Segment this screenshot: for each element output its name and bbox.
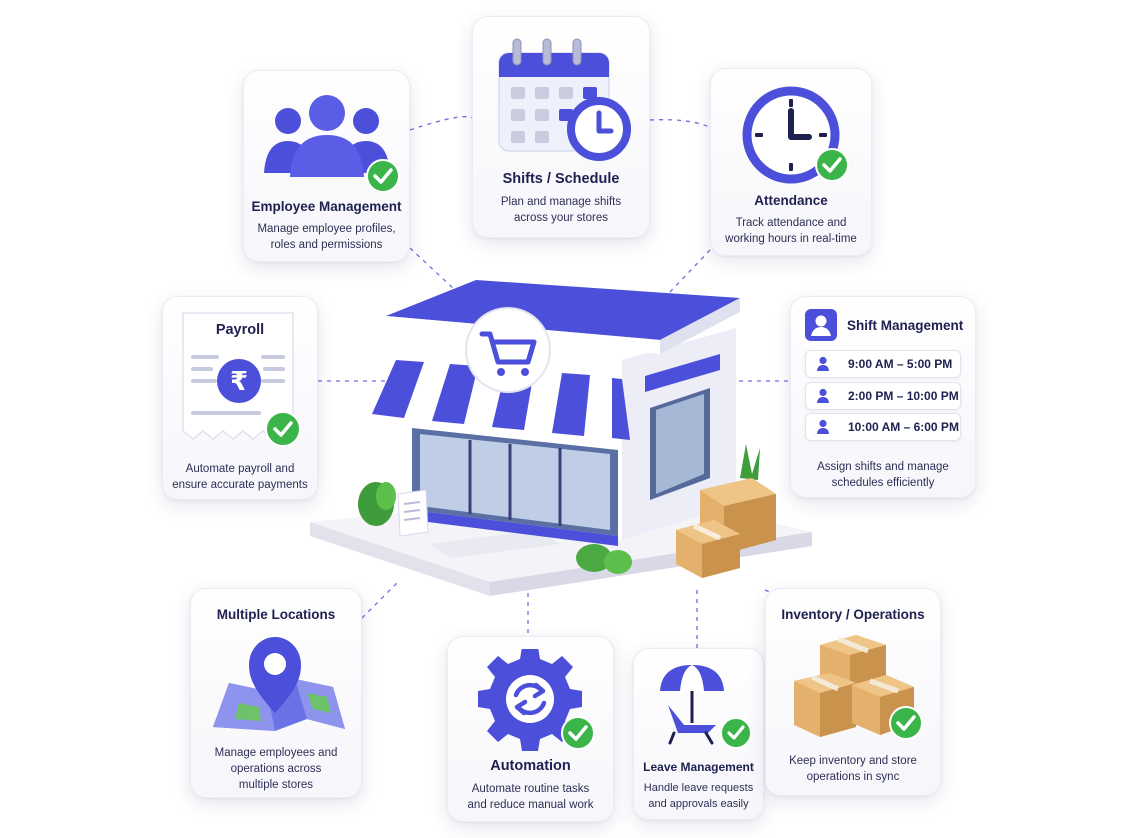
desc-line: Plan and manage shifts bbox=[500, 196, 622, 208]
card-description: Keep inventory and store operations in s… bbox=[774, 753, 932, 785]
desc-line: Manage employee profiles, bbox=[257, 223, 396, 235]
card-leave-management[interactable]: Leave Management Handle leave requests a… bbox=[633, 648, 764, 820]
svg-text:₹: ₹ bbox=[230, 367, 248, 397]
card-title: Leave Management bbox=[643, 760, 754, 774]
desc-line: Automate routine tasks bbox=[471, 783, 590, 795]
desc-line: operations across bbox=[230, 763, 322, 775]
user-icon bbox=[817, 356, 829, 371]
desc-line: and reduce manual work bbox=[467, 799, 594, 811]
card-title: Attendance bbox=[754, 193, 828, 208]
shift-time: 2:00 PM – 10:00 PM bbox=[848, 389, 959, 403]
desc-line: Automate payroll and bbox=[185, 463, 295, 475]
shift-time: 10:00 AM – 6:00 PM bbox=[848, 420, 959, 434]
card-employee-management[interactable]: Employee Management Manage employee prof… bbox=[243, 70, 410, 262]
shift-row[interactable]: 2:00 PM – 10:00 PM bbox=[805, 382, 961, 410]
gear-sync-icon bbox=[478, 649, 595, 751]
boxes-icon bbox=[794, 635, 923, 740]
card-description: Automate routine tasks and reduce manual… bbox=[456, 781, 605, 813]
user-icon bbox=[805, 309, 837, 341]
card-title: Automation bbox=[490, 758, 571, 774]
card-title: Employee Management bbox=[251, 199, 402, 214]
calendar-clock-icon bbox=[498, 38, 631, 161]
group-icon bbox=[264, 95, 390, 177]
card-title: Shifts / Schedule bbox=[502, 171, 620, 187]
card-title: Multiple Locations bbox=[216, 607, 336, 622]
card-description: Manage employees and operations across m… bbox=[199, 745, 353, 793]
store-icon bbox=[310, 280, 812, 596]
beach-chair-icon bbox=[660, 665, 752, 749]
desc-line: Keep inventory and store bbox=[789, 755, 917, 767]
shift-time: 9:00 AM – 5:00 PM bbox=[848, 357, 953, 371]
shift-row[interactable]: 9:00 AM – 5:00 PM bbox=[805, 350, 961, 378]
card-description: Assign shifts and manage schedules effic… bbox=[799, 459, 967, 491]
card-title: Shift Management bbox=[847, 318, 964, 333]
desc-line: Assign shifts and manage bbox=[817, 461, 949, 473]
rupee-receipt-icon: ₹ bbox=[182, 312, 301, 447]
desc-line: Handle leave requests bbox=[643, 782, 754, 794]
desc-line: Manage employees and bbox=[214, 747, 338, 759]
shift-row[interactable]: 10:00 AM – 6:00 PM bbox=[805, 413, 961, 441]
card-inventory-operations[interactable]: Inventory / Operations Keep inventory an… bbox=[765, 588, 941, 796]
user-icon bbox=[817, 388, 829, 403]
desc-line: Track attendance and bbox=[735, 217, 847, 229]
card-multiple-locations[interactable]: Multiple Locations Manage employees and … bbox=[190, 588, 362, 798]
desc-line: operations in sync bbox=[806, 771, 900, 783]
card-payroll[interactable]: ₹ Payroll Automate payroll and ensure ac… bbox=[162, 296, 318, 500]
card-description: Track attendance and working hours in re… bbox=[719, 215, 863, 247]
card-shifts-schedule[interactable]: Shifts / Schedule Plan and manage shifts… bbox=[472, 16, 650, 238]
desc-line: multiple stores bbox=[238, 779, 314, 791]
card-description: Plan and manage shifts across your store… bbox=[481, 194, 641, 226]
desc-line: schedules efficiently bbox=[831, 477, 935, 489]
card-description: Manage employee profiles, roles and perm… bbox=[252, 221, 401, 253]
user-icon bbox=[817, 419, 829, 434]
card-attendance[interactable]: Attendance Track attendance and working … bbox=[710, 68, 872, 256]
card-description: Handle leave requests and approvals easi… bbox=[642, 780, 755, 812]
check-icon bbox=[366, 159, 400, 193]
map-pin-icon bbox=[213, 637, 345, 731]
card-description: Automate payroll and ensure accurate pay… bbox=[171, 461, 309, 493]
card-title: Inventory / Operations bbox=[781, 607, 925, 622]
clock-icon bbox=[742, 86, 849, 184]
card-automation[interactable]: Automation Automate routine tasks and re… bbox=[447, 636, 614, 822]
desc-line: working hours in real-time bbox=[725, 233, 857, 245]
card-title: Payroll bbox=[215, 322, 265, 338]
desc-line: across your stores bbox=[514, 212, 608, 224]
desc-line: ensure accurate payments bbox=[172, 479, 308, 491]
desc-line: roles and permissions bbox=[270, 239, 383, 251]
card-shift-management[interactable]: Shift Management 9:00 AM – 5:00 PM 2:00 … bbox=[790, 296, 976, 498]
desc-line: and approvals easily bbox=[648, 798, 749, 810]
